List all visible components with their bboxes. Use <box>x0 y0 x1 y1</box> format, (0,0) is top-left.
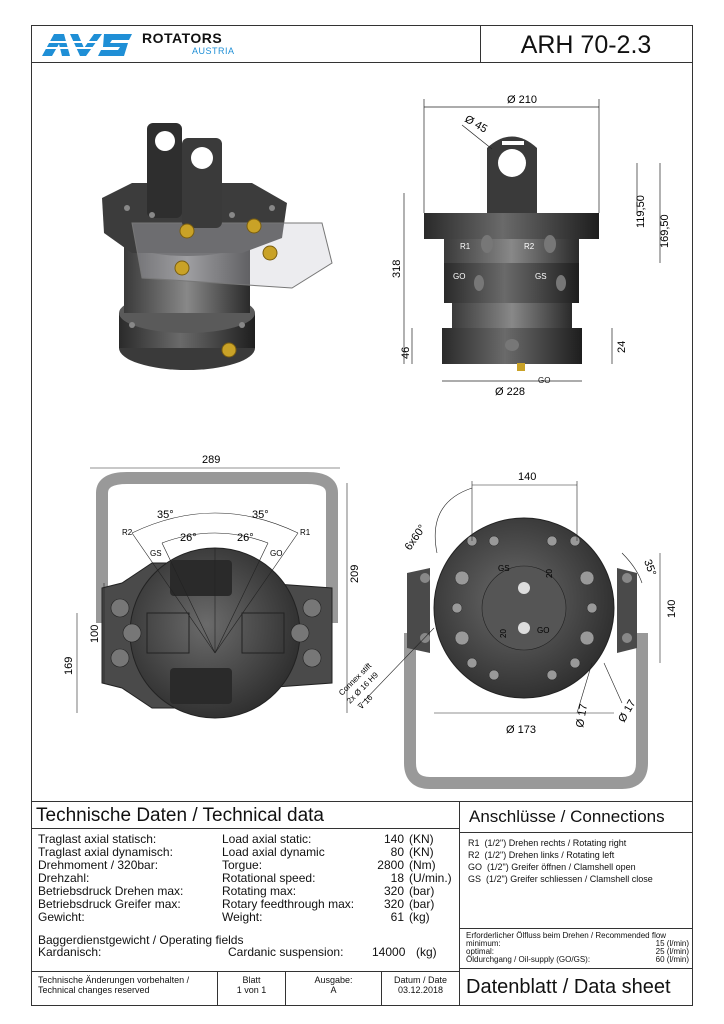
bottom-d17b: Ø 17 <box>616 698 638 725</box>
bottom-d20a: 20 <box>545 569 554 578</box>
tech-row: Drehmoment / 320bar: <box>38 858 159 872</box>
footer-datum: Datum / Date 03.12.2018 <box>393 975 448 995</box>
footer-note: Technische Änderungen vorbehalten / Tech… <box>38 975 190 995</box>
top-a26l: 26° <box>180 532 197 544</box>
connection-item: GS (1/2") Greifer schliessen / Clamshell… <box>468 874 653 884</box>
model-number: ARH 70-2.3 <box>520 31 652 59</box>
bottom-d20b: 20 <box>499 629 508 638</box>
top-go: GO <box>270 549 282 558</box>
footer-ausgabe: Ausgabe: A <box>314 975 353 995</box>
operating-fields-label: Baggerdienstgewicht / Operating fields <box>38 933 244 947</box>
bottom-d17a: Ø 17 <box>574 703 590 729</box>
drawings-area: R1 R2 GO GS GO Ø 210 Ø 45 318 <box>32 63 692 801</box>
flow-title: Erforderlicher Ölfluss beim Drehen / Rec… <box>466 931 667 940</box>
bottom-h140: 140 <box>666 600 678 618</box>
side-d45: Ø 45 <box>463 113 490 135</box>
side-r2-label: R2 <box>524 242 535 251</box>
kardanisch-label: Kardanisch: <box>38 945 102 959</box>
brand-name: ROTATORS <box>142 30 223 46</box>
connections-title: Anschlüsse / Connections <box>469 807 665 826</box>
bottom-a35: 35° <box>641 558 658 578</box>
top-view: 289 35° 35° 26° 26° R2 R1 GS GO 209 169 … <box>63 454 361 719</box>
tech-row: Gewicht: <box>38 910 85 924</box>
technical-drawings: R1 R2 GO GS GO Ø 210 Ø 45 318 <box>63 94 678 789</box>
top-h100: 100 <box>89 625 101 643</box>
tech-row: Betriebsdruck Greifer max: <box>38 897 181 911</box>
bottom-view: 140 140 6x60° 35° GS GO 20 20 Ø 173 Ø 17… <box>337 471 678 789</box>
top-gs: GS <box>150 549 162 558</box>
top-r1: R1 <box>300 528 311 537</box>
bottom-gs: GS <box>498 564 510 573</box>
connection-item: GO (1/2") Greifer öffnen / Clamshell ope… <box>468 862 636 872</box>
side-h318: 318 <box>391 260 403 278</box>
bottom-w140: 140 <box>518 471 536 483</box>
side-d228: Ø 228 <box>495 386 525 398</box>
cardanic-unit: (kg) <box>416 945 437 959</box>
tech-row: Traglast axial dynamisch: <box>38 845 173 859</box>
bottom-go: GO <box>537 626 549 635</box>
side-gs-label: GS <box>535 272 547 281</box>
avs-logo-icon <box>40 34 132 56</box>
top-h209: 209 <box>349 565 361 583</box>
side-go-label: GO <box>453 272 465 281</box>
side-view: R1 R2 GO GS GO Ø 210 Ø 45 318 <box>391 94 671 398</box>
data-sheet: ROTATORS AUSTRIA ARH 70-2.3 <box>31 25 693 1006</box>
sheet-title: Datenblatt / Data sheet <box>466 976 671 998</box>
bottom-a6x60: 6x60° <box>403 523 429 553</box>
side-h169: 169,50 <box>659 214 671 248</box>
top-w289: 289 <box>202 454 220 466</box>
top-r2: R2 <box>122 528 133 537</box>
side-r1-label: R1 <box>460 242 471 251</box>
technical-data-title: Technische Daten / Technical data <box>36 805 324 826</box>
brand-logo <box>40 30 135 58</box>
side-d210: Ø 210 <box>507 94 537 106</box>
side-h24: 24 <box>616 341 628 353</box>
footer-blatt: Blatt 1 von 1 <box>236 975 267 995</box>
tech-row: Betriebsdruck Drehen max: <box>38 884 184 898</box>
brand-subtitle: AUSTRIA <box>192 46 235 56</box>
bottom-d173: Ø 173 <box>506 724 536 736</box>
side-go2-label: GO <box>538 376 550 385</box>
iso-view <box>102 123 333 370</box>
cardanic-value: 14000 <box>372 945 406 959</box>
top-a35l: 35° <box>157 509 174 521</box>
connection-item: R1 (1/2") Drehen rechts / Rotating right <box>468 838 627 848</box>
tech-row: Traglast axial statisch: <box>38 832 157 846</box>
top-a35r: 35° <box>252 509 269 521</box>
tech-row: Drehzahl: <box>38 871 90 885</box>
top-h169: 169 <box>63 657 75 675</box>
side-h119: 119,50 <box>635 195 647 228</box>
top-a26r: 26° <box>237 532 254 544</box>
cardanic-label: Cardanic suspension: <box>228 945 344 959</box>
connection-item: R2 (1/2") Drehen links / Rotating left <box>468 850 615 860</box>
side-h46: 46 <box>400 347 412 359</box>
